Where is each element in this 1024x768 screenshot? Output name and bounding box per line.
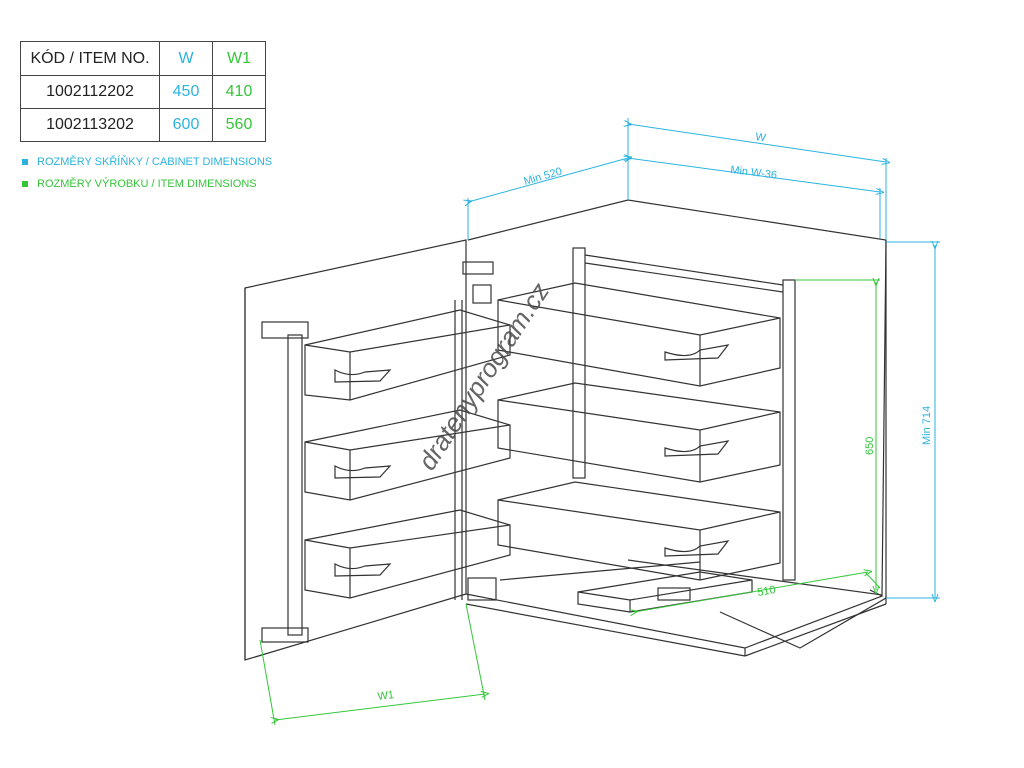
item-dimensions xyxy=(259,280,881,726)
right-wall xyxy=(719,240,887,649)
legend-item: ROZMĚRY VÝROBKU / ITEM DIMENSIONS xyxy=(22,178,257,190)
dim-510: 510 xyxy=(756,584,776,599)
cell-w1: 410 xyxy=(212,75,266,109)
table-header-row: KÓD / ITEM NO. W W1 xyxy=(20,41,266,76)
shelf-front-mid xyxy=(304,409,511,501)
dim-w: W xyxy=(755,131,768,144)
shelves-front xyxy=(304,309,511,599)
shelf-back-top xyxy=(497,282,781,387)
shelf-front-bottom xyxy=(304,509,511,599)
spec-table: KÓD / ITEM NO. W W1 1002112202 450 410 1… xyxy=(20,41,266,142)
shelf-back-mid xyxy=(497,382,781,483)
cabinet-carcass xyxy=(244,199,887,661)
dim-min-714: Min 714 xyxy=(921,406,933,445)
dim-650: 650 xyxy=(864,437,876,455)
hinges xyxy=(462,261,497,601)
floor xyxy=(465,589,884,649)
cell-w: 600 xyxy=(159,108,213,142)
table-row: 1002112202 450 410 xyxy=(20,75,266,109)
dim-min-520: Min 520 xyxy=(523,166,564,188)
runner-base xyxy=(499,561,753,613)
legend-item-label: ROZMĚRY VÝROBKU / ITEM DIMENSIONS xyxy=(37,178,257,190)
dim-w1: W1 xyxy=(377,689,395,703)
dim-min-w-36: Min W-36 xyxy=(730,164,778,182)
header-code: KÓD / ITEM NO. xyxy=(20,41,160,76)
legend-cabinet-label: ROZMĚRY SKŘÍŇKY / CABINET DIMENSIONS xyxy=(37,156,273,168)
cabinet-dimensions xyxy=(468,118,940,598)
legend-cabinet: ROZMĚRY SKŘÍŇKY / CABINET DIMENSIONS xyxy=(22,156,272,168)
legend-swatch-green xyxy=(22,181,28,187)
table-row: 1002113202 600 560 xyxy=(20,108,266,142)
cell-w1: 560 xyxy=(212,108,266,142)
cell-code: 1002112202 xyxy=(20,75,160,109)
shelf-back-bottom xyxy=(497,481,781,581)
cell-code: 1002113202 xyxy=(20,108,160,142)
item-dimension-labels: 650 510 W1 xyxy=(377,437,876,703)
header-w: W xyxy=(159,41,213,76)
shelf-front-top xyxy=(304,309,511,401)
shelves-back xyxy=(497,282,781,581)
cabinet-dimension-labels: W Min W-36 Min 520 Min 714 xyxy=(523,131,933,445)
legend-swatch-cyan xyxy=(22,159,28,165)
